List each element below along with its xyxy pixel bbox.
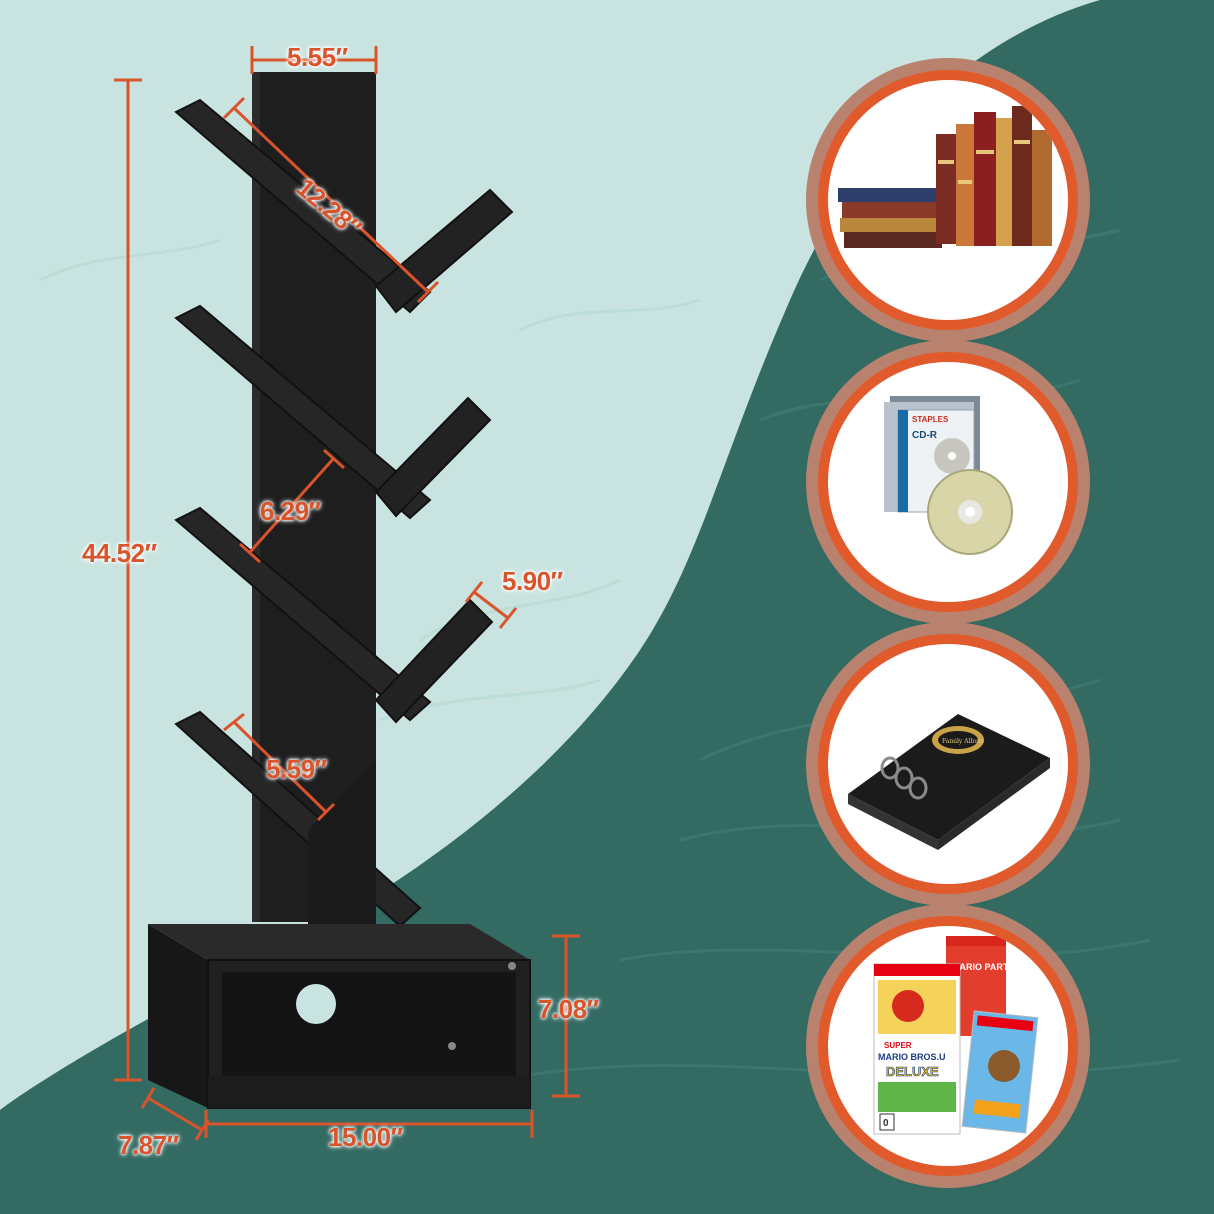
base-depth-label: 7.87″ xyxy=(118,1130,179,1160)
shelf-depth-label: 5.90″ xyxy=(502,566,563,596)
use-circle-album: Family Album xyxy=(828,644,1068,884)
use-circle-games: MARIO PARTY SUPER MARIO BROS.U DELUXE 0 xyxy=(828,926,1068,1166)
tree-bookshelf xyxy=(114,46,580,1141)
cd-case-icon: STAPLES CD-R xyxy=(884,396,1013,555)
cd-brand-text: STAPLES xyxy=(912,415,949,424)
album-title-text: Family Album xyxy=(942,738,984,745)
game2-title: MARIO PARTY xyxy=(952,962,1014,972)
game1-rating: 0 xyxy=(883,1118,889,1129)
shelf-spacing-label: 6.29″ xyxy=(260,496,321,526)
lower-shelf-label: 5.59″ xyxy=(266,754,327,784)
books-icon xyxy=(838,106,1052,248)
base-width-label: 15.00″ xyxy=(328,1122,403,1152)
base-height-label: 7.08″ xyxy=(538,994,599,1024)
use-circle-books xyxy=(828,80,1068,320)
photo-album-icon: Family Album xyxy=(848,714,1050,850)
game1-sub: DELUXE xyxy=(886,1064,939,1079)
use-circle-cds: STAPLES CD-R xyxy=(828,362,1068,602)
game1-top: SUPER xyxy=(884,1041,912,1050)
game-cases-icon: MARIO PARTY SUPER MARIO BROS.U DELUXE 0 xyxy=(873,936,1039,1135)
game1-main: MARIO BROS.U xyxy=(878,1052,946,1062)
total-height-label: 44.52″ xyxy=(82,538,157,568)
cd-type-text: CD-R xyxy=(912,430,938,441)
top-width-label: 5.55″ xyxy=(287,42,348,72)
